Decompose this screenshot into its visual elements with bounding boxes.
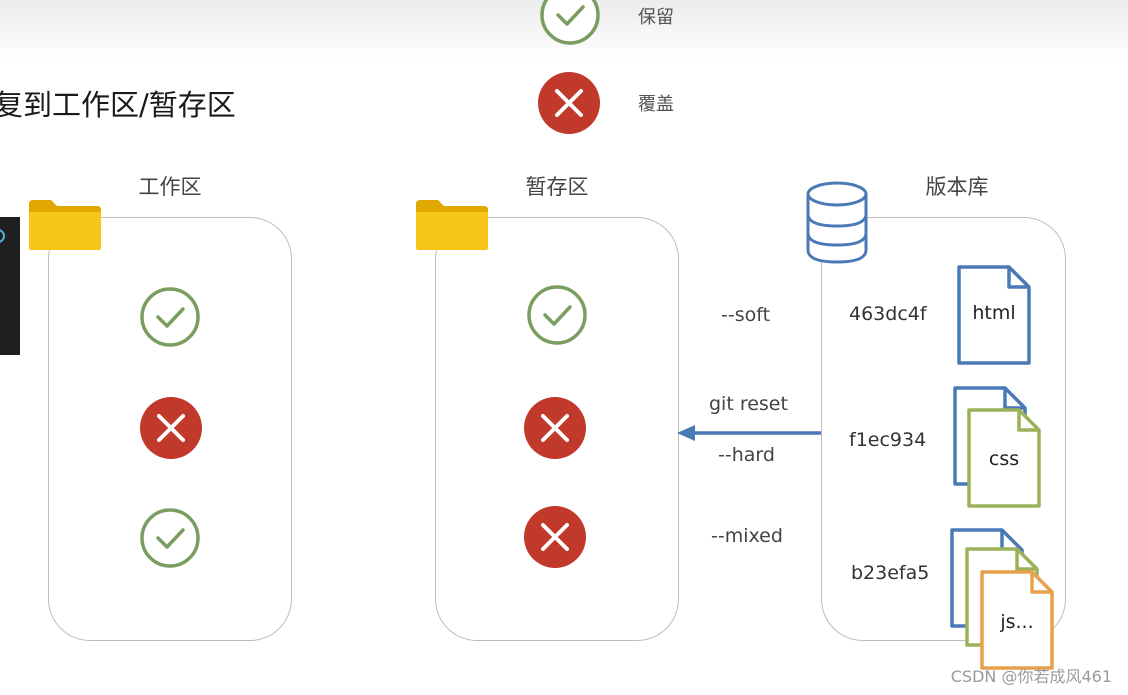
file-label-html-1: html xyxy=(972,302,1016,324)
side-panel-indicator-icon xyxy=(0,229,5,243)
reset-arrow xyxy=(677,425,821,441)
file-icon-html-1 xyxy=(957,265,1031,365)
workspace-keep-icon-2 xyxy=(140,508,200,568)
legend-overwrite-icon xyxy=(538,72,600,134)
page-title: 复到工作区/暂存区 xyxy=(0,88,236,122)
file-icon-css-2 xyxy=(967,408,1041,508)
staging-overwrite-icon-2 xyxy=(524,506,586,568)
commit-hash-1: 463dc4f xyxy=(849,303,927,325)
workspace-folder-icon xyxy=(29,200,101,250)
commit-hash-2: f1ec934 xyxy=(849,429,927,451)
legend-overwrite-label: 覆盖 xyxy=(638,94,674,115)
staging-folder-icon xyxy=(416,200,488,250)
legend-keep-icon xyxy=(540,0,600,45)
column-title-workspace: 工作区 xyxy=(138,175,202,199)
workspace-keep-icon-1 xyxy=(140,287,200,347)
workspace-overwrite-icon xyxy=(140,397,202,459)
column-title-repository: 版本库 xyxy=(925,175,989,199)
option-hard-label: --hard xyxy=(718,444,775,466)
database-icon xyxy=(806,181,868,264)
file-label-css-2: css xyxy=(988,448,1020,470)
legend-keep-label: 保留 xyxy=(638,7,674,28)
file-label-js-3: js... xyxy=(1000,611,1034,633)
commit-hash-3: b23efa5 xyxy=(851,562,930,584)
side-dark-panel xyxy=(0,217,20,355)
option-mixed-label: --mixed xyxy=(711,525,783,547)
watermark: CSDN @你若成风461 xyxy=(950,667,1112,686)
staging-overwrite-icon-1 xyxy=(524,397,586,459)
column-title-staging: 暂存区 xyxy=(525,175,589,199)
git-reset-label: git reset xyxy=(709,393,788,415)
option-soft-label: --soft xyxy=(721,304,771,326)
file-icon-js-3 xyxy=(980,570,1054,670)
staging-keep-icon xyxy=(527,285,587,345)
